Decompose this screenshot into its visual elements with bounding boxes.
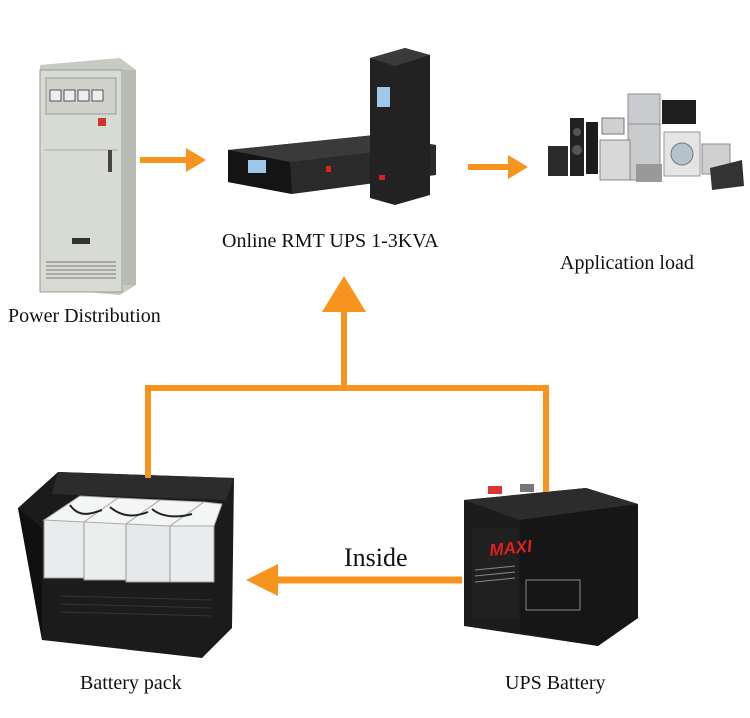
battery-pack-cabinet bbox=[18, 472, 234, 658]
ups-battery-label: UPS Battery bbox=[505, 672, 606, 694]
inside-edge-label: Inside bbox=[344, 543, 408, 572]
power-distribution-label: Power Distribution bbox=[8, 305, 161, 327]
arrow-batteries-to-ups bbox=[145, 306, 549, 492]
maxi-logo: MAXI bbox=[488, 537, 534, 560]
ups-label: Online RMT UPS 1-3KVA bbox=[222, 230, 439, 252]
application-load-appliances bbox=[548, 93, 744, 190]
arrow-inside bbox=[246, 564, 462, 596]
ups-battery: MAXI bbox=[464, 484, 638, 646]
power-distribution-cabinet bbox=[39, 58, 136, 295]
battery-cells bbox=[42, 495, 223, 583]
connector-arrows bbox=[140, 148, 549, 596]
arrow-up-head bbox=[322, 276, 366, 312]
ups-device bbox=[228, 48, 436, 205]
application-load-label: Application load bbox=[560, 252, 694, 274]
arrow-power-to-ups bbox=[140, 148, 206, 172]
arrow-ups-to-load bbox=[468, 155, 528, 179]
battery-pack-label: Battery pack bbox=[80, 672, 182, 694]
